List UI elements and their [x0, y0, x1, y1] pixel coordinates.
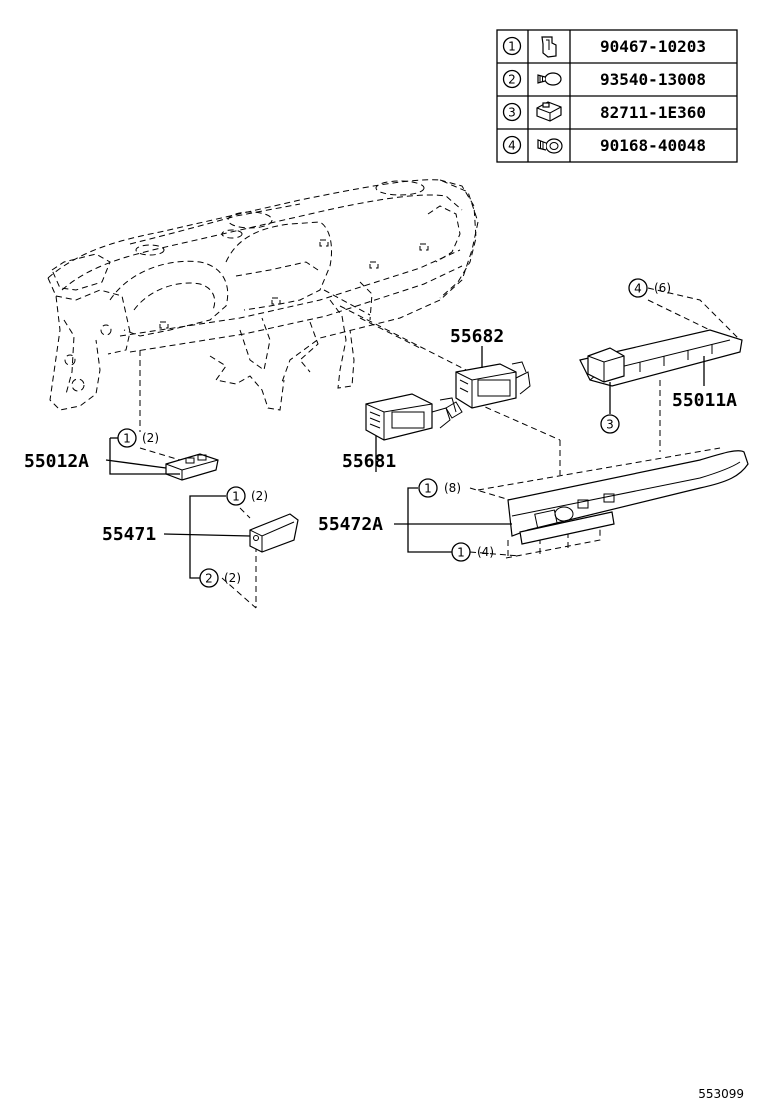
fastener-index: 4: [508, 139, 516, 153]
part-label-55471: 55471: [102, 524, 156, 545]
fastener-table: 1 90467-10203 2 93540-13008 3: [496, 29, 738, 163]
part-label-55012a: 55012A: [24, 451, 89, 472]
fastener-index: 3: [508, 106, 516, 120]
callout-index: 1: [424, 482, 432, 496]
fastener-index: 1: [508, 40, 516, 54]
callout-1-qty-2-mid: 1 (2): [226, 486, 268, 506]
part-label-55681: 55681: [342, 451, 396, 472]
callout-index: 1: [232, 490, 240, 504]
fastener-row: 1 90467-10203: [502, 36, 706, 58]
fastener-part-number: 90467-10203: [600, 37, 706, 56]
callout-qty: (4): [477, 545, 494, 559]
bolt-icon: [537, 138, 563, 154]
part-55682: [445, 346, 531, 419]
callout-index: 1: [457, 546, 465, 560]
index-circle: [502, 102, 522, 122]
index-circle: [451, 542, 471, 562]
screw-icon: [537, 72, 562, 86]
callout-index: 4: [634, 282, 642, 296]
index-circle: [628, 278, 648, 298]
callout-index: 3: [606, 418, 614, 432]
index-circle: [502, 36, 522, 56]
callout-1-qty-2-left: 1 (2): [117, 428, 159, 448]
index-circle: [199, 568, 219, 588]
index-circle: [226, 486, 246, 506]
callout-1-qty-4: 1 (4): [451, 542, 494, 562]
callout-index: 2: [205, 572, 213, 586]
fastener-part-number: 90168-40048: [600, 136, 706, 155]
callout-1-qty-8: 1 (8): [418, 478, 461, 498]
part-label-55472a: 55472A: [318, 514, 383, 535]
index-circle: [502, 69, 522, 89]
part-55012a: [105, 453, 219, 481]
index-circle: [502, 135, 522, 155]
part-label-55011a: 55011A: [672, 390, 737, 411]
fastener-row: 3 82711-1E360: [502, 101, 706, 122]
callout-2-qty-2: 2 (2): [199, 568, 241, 588]
callout-index: 1: [123, 432, 131, 446]
part-55472a: [394, 447, 749, 559]
callout-3: 3: [600, 414, 620, 434]
clip-icon: [541, 36, 557, 58]
fastener-part-number: 93540-13008: [600, 70, 706, 89]
fastener-part-number: 82711-1E360: [600, 103, 706, 122]
callout-qty: (8): [444, 481, 461, 495]
projection-lines: [139, 289, 721, 609]
part-label-55682: 55682: [450, 326, 504, 347]
part-55681: [365, 393, 457, 472]
fastener-row: 4 90168-40048: [502, 135, 706, 155]
callout-qty: (2): [224, 571, 241, 585]
fastener-index: 2: [508, 73, 516, 87]
callout-qty: (2): [251, 489, 268, 503]
fastener-row: 2 93540-13008: [502, 69, 706, 89]
index-circle: [117, 428, 137, 448]
diagram-reference-number: 553099: [698, 1087, 744, 1101]
index-circle: [600, 414, 620, 434]
nut-clip-icon: [536, 101, 562, 122]
part-55011a: [579, 329, 743, 387]
part-55471: [163, 513, 299, 553]
callout-qty: (6): [654, 281, 671, 295]
callout-qty: (2): [142, 431, 159, 445]
callout-4-qty-6: 4 (6): [628, 278, 671, 298]
instrument-panel-frame: [47, 179, 479, 411]
index-circle: [418, 478, 438, 498]
callout-brackets: [109, 287, 741, 579]
